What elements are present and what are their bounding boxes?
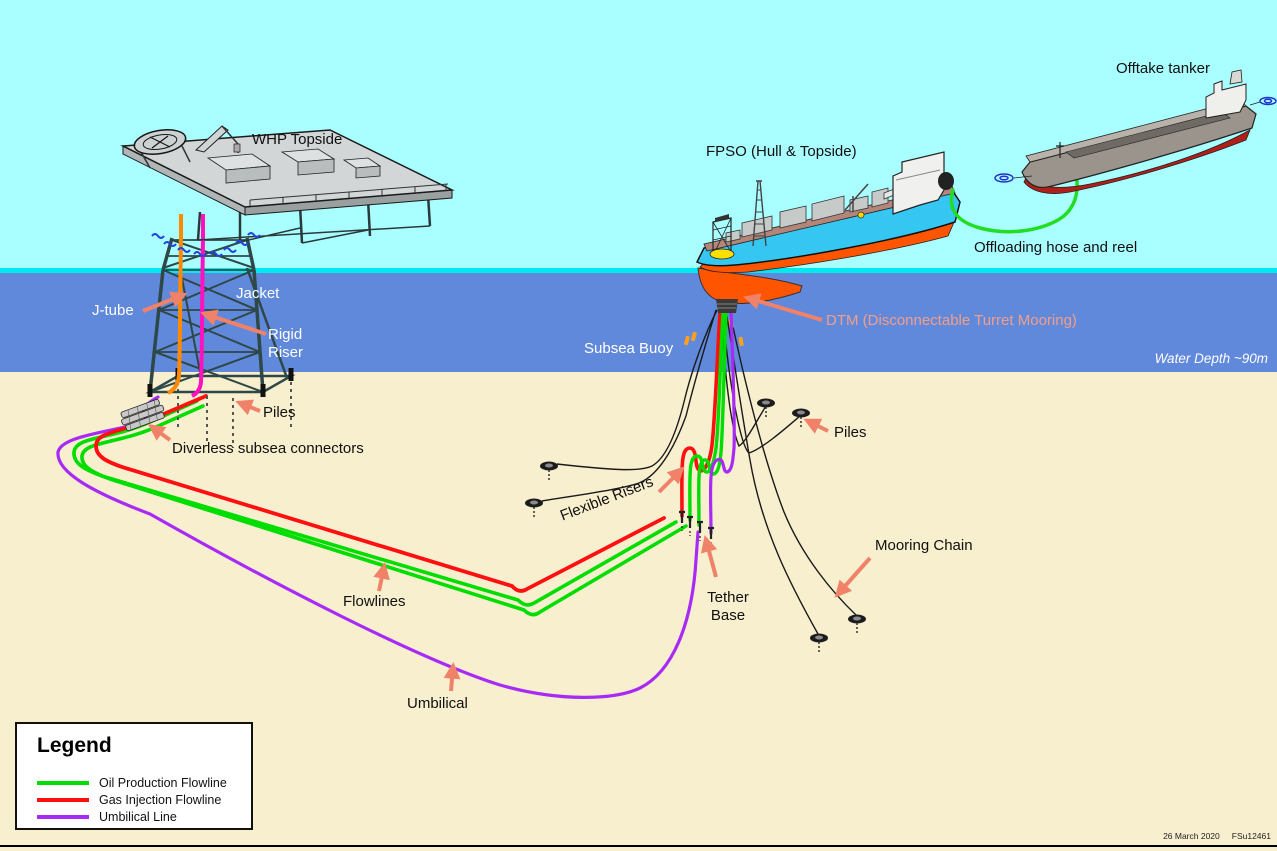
label-fpso: FPSO (Hull & Topside)	[706, 143, 857, 160]
whp-topside-structure	[120, 125, 455, 244]
legend-item-oil: Oil Production Flowline	[37, 776, 227, 790]
label-flowlines: Flowlines	[343, 593, 406, 610]
label-diverless-connectors: Diverless subsea connectors	[172, 440, 364, 457]
arrow-umbilical	[443, 661, 461, 692]
dtm-stack	[716, 299, 738, 313]
label-jacket: Jacket	[236, 285, 280, 302]
mooring-chains	[541, 307, 857, 635]
label-subsea-buoy: Subsea Buoy	[584, 340, 674, 357]
legend-item-label: Umbilical Line	[99, 810, 177, 824]
annotation-arrows	[142, 291, 872, 692]
turret-cage	[709, 214, 735, 260]
dtm-buoy-cone	[697, 267, 803, 305]
label-dtm: DTM (Disconnectable Turret Mooring)	[826, 312, 1077, 329]
umbilical-line-swatch	[37, 815, 89, 819]
legend-title: Legend	[37, 734, 112, 757]
j-tube-line	[167, 214, 183, 395]
whp-jacket	[145, 214, 296, 448]
label-piles-left: Piles	[263, 404, 296, 421]
flexible-risers	[680, 310, 736, 535]
umbilical-line	[56, 395, 700, 699]
mooring-swirl-stern	[1249, 96, 1277, 106]
arrow-diverless	[147, 424, 172, 442]
legend-item-gas: Gas Injection Flowline	[37, 793, 221, 807]
fpso-vessel	[695, 151, 961, 313]
label-tether-base: Tether Base	[707, 589, 749, 624]
label-j-tube: J-tube	[92, 302, 134, 319]
fpso-superstructure	[892, 151, 945, 215]
tanker-funnel	[1229, 69, 1243, 85]
arrow-flexible-risers	[657, 466, 685, 494]
bottom-border-line	[0, 845, 1277, 847]
gas-flowline-swatch	[37, 798, 89, 802]
legend-item-umbilical: Umbilical Line	[37, 810, 177, 824]
arrow-piles-left	[235, 399, 261, 416]
flare-tower	[752, 180, 767, 247]
fpso-crane	[844, 183, 869, 219]
diverless-connectors-hardware	[120, 398, 165, 432]
label-water-depth: Water Depth ~90m	[1154, 351, 1268, 366]
gas-injection-flowline	[94, 394, 666, 593]
mooring-swirl-bow	[994, 173, 1033, 183]
deck-module	[206, 148, 382, 184]
label-rigid-riser: Rigid Riser	[268, 326, 304, 361]
label-umbilical: Umbilical	[407, 695, 468, 712]
fpso-funnel	[938, 172, 954, 190]
arrow-flowlines	[373, 562, 390, 592]
label-whp-topside: WHP Topside	[252, 131, 343, 148]
helideck	[133, 129, 191, 169]
label-piles-right: Piles	[834, 424, 867, 441]
arrow-mooring-chain	[834, 556, 872, 598]
legend-item-label: Oil Production Flowline	[99, 776, 227, 790]
legend-box: Legend Oil Production Flowline Gas Injec…	[15, 722, 253, 830]
arrow-rigid-riser	[200, 309, 267, 336]
arrow-j-tube	[142, 291, 188, 313]
arrow-dtm	[743, 293, 823, 322]
arrow-tether-base	[700, 535, 718, 578]
label-mooring-chain: Mooring Chain	[875, 537, 973, 554]
offtake-tanker-vessel	[994, 69, 1277, 194]
sea-surface-strip	[0, 268, 1277, 273]
footer-doc-id: FSu12461	[1231, 831, 1271, 841]
label-offtake-tanker: Offtake tanker	[1116, 60, 1210, 77]
footer-stamp: 26 March 2020 FSu12461	[1163, 831, 1271, 841]
footer-date: 26 March 2020	[1163, 831, 1220, 841]
crane-boom	[194, 125, 241, 153]
rigid-riser-line	[191, 214, 205, 398]
tanker-superstructure	[1205, 80, 1247, 119]
legend-item-label: Gas Injection Flowline	[99, 793, 222, 807]
oil-flowline-swatch	[37, 781, 89, 785]
arrow-piles-right	[803, 418, 829, 434]
label-offloading-hose: Offloading hose and reel	[974, 239, 1138, 256]
